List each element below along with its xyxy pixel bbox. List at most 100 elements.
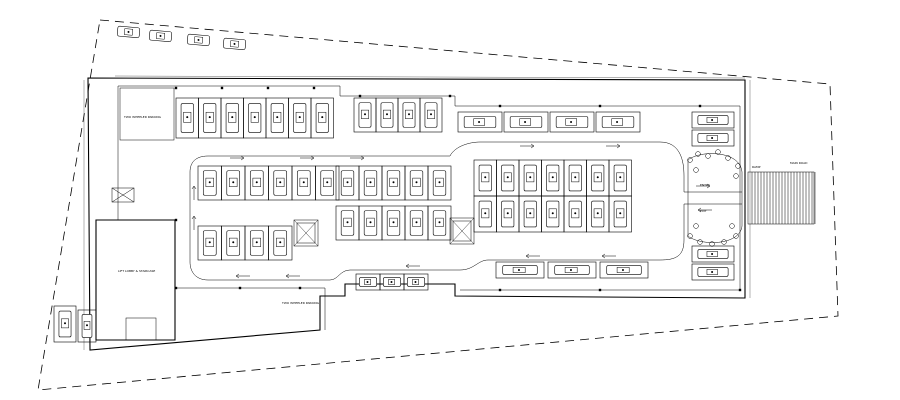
tree-icon [725,155,731,161]
traffic-arrows [191,143,712,279]
two-wheeler-label-top: TWO WHEELER PARKING [123,115,162,119]
drive-aisle-lower [189,155,742,281]
traffic-arrow-icon [405,263,420,269]
car-icon [495,261,545,279]
car-icon [116,25,141,39]
car-icon [379,273,405,291]
car-icon [175,97,199,139]
car-icon [77,309,97,343]
traffic-arrow-icon [520,143,535,149]
car-icon [353,97,377,133]
car-icon [541,159,565,197]
car-icon [691,263,735,281]
tree-icon [735,163,741,169]
car-icon [547,261,597,279]
car-icon [427,165,452,201]
car-icon [244,165,269,201]
tree-icon [695,151,701,157]
car-icon [397,97,421,133]
car-icon [419,97,443,133]
building-outline [87,77,746,351]
traffic-arrow-icon [601,253,616,259]
dimension-line-top [114,75,746,79]
tree-icon [687,233,693,239]
car-icon [457,111,503,133]
car-icon [586,195,610,233]
tree-icon [721,239,727,245]
lift-core [293,219,319,247]
car-icon [503,111,549,133]
car-icon [288,97,312,139]
site-boundary [37,19,839,391]
car-icon [691,245,735,263]
tree-icon [687,157,693,163]
two-wheeler-label-bottom: TWO WHEELER PARKING [281,301,320,305]
traffic-arrow-icon [191,215,197,230]
traffic-arrow-icon [696,183,711,189]
tree-icon [729,223,735,229]
car-icon [404,165,429,201]
car-icon [53,305,77,343]
car-icon [265,97,289,139]
traffic-arrow-icon [606,143,621,149]
inner-perimeter-wall [118,85,741,291]
car-icon [608,159,632,197]
car-icon [268,165,293,201]
car-icon [291,165,316,201]
car-icon [608,195,632,233]
car-icon [691,111,735,129]
lift-lobby-block [95,219,176,341]
tree-icon [715,149,721,155]
car-icon [381,165,406,201]
tree-icon [733,173,739,179]
car-icon [335,165,360,201]
car-icon [221,225,246,261]
car-icon [186,33,211,47]
car-icon [518,195,542,233]
car-icon [243,97,267,139]
drive-aisle-outer [208,141,742,193]
lift-core [449,217,475,245]
car-icon [404,205,429,241]
car-icon [473,195,497,233]
traffic-arrow-icon [697,207,712,213]
car-icon [496,159,520,197]
car-icon [541,195,565,233]
outside-cars [116,25,247,51]
car-icon [335,205,360,241]
traffic-arrow-icon [191,185,197,200]
car-icon [148,29,173,43]
car-icon [268,225,293,261]
tree-icon [693,167,699,173]
car-icon [595,111,641,133]
car-icon [563,195,587,233]
car-icon [381,205,406,241]
traffic-arrow-icon [525,253,540,259]
traffic-arrow-icon [230,155,245,161]
car-icon [222,37,247,51]
tree-icon [733,233,739,239]
car-icon [358,165,383,201]
car-icon [315,165,340,201]
car-icon [691,129,735,147]
exit-label: EXIT [700,209,707,213]
car-icon [197,225,222,261]
car-icon [518,159,542,197]
car-icon [220,97,244,139]
car-icon [358,205,383,241]
car-icon [198,97,222,139]
car-icon [221,165,246,201]
tree-icon [697,239,703,245]
car-icon [244,225,269,261]
lift-lobby-label: LIFT LOBBY & STAIRCASE [118,269,155,273]
car-icon [197,165,222,201]
two-wheeler-bay-top [119,87,175,141]
car-icon [403,273,429,291]
traffic-arrow-icon [350,155,365,161]
tree-icon [709,241,715,247]
traffic-arrow-icon [300,155,315,161]
car-stalls [53,97,735,343]
car-icon [563,159,587,197]
structural-columns [174,86,742,292]
